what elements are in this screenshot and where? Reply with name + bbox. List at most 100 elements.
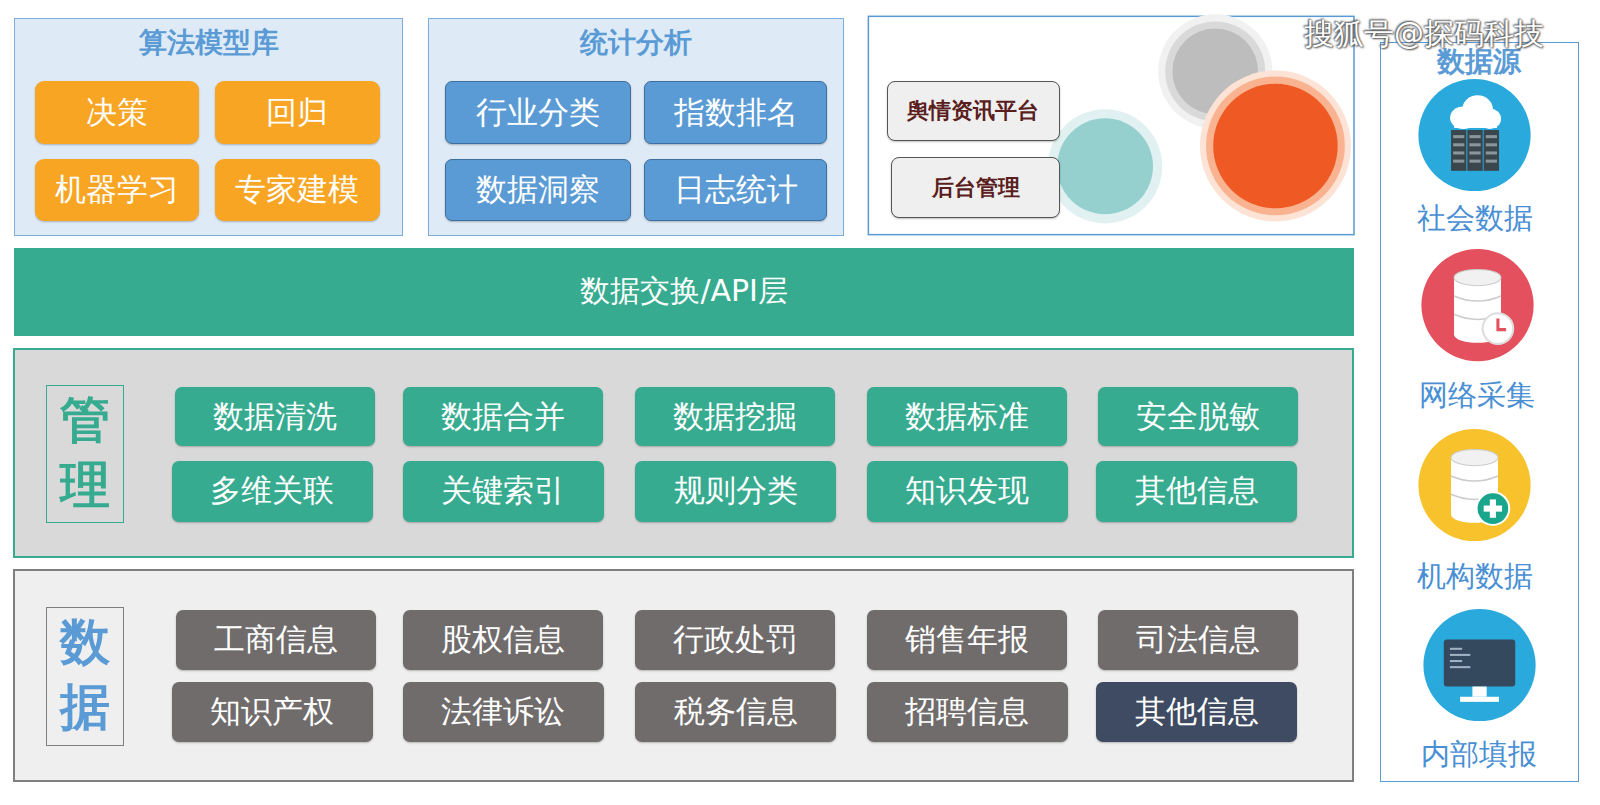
box-label: 税务信息 [674, 691, 798, 733]
deco-circle [1213, 84, 1337, 208]
box-label: 数据交换/API层 [580, 271, 788, 312]
source-label: 内部填报 [1393, 734, 1566, 775]
api-band: 数据交换/API层 [14, 248, 1354, 336]
source-icon [1452, 449, 1510, 525]
box-label: 知识发现 [905, 470, 1029, 512]
box-label: 行业分类 [476, 92, 600, 134]
data-box: 其他信息 [1096, 682, 1297, 742]
data-box: 司法信息 [1098, 610, 1298, 670]
analysis-box: 行业分类 [445, 81, 631, 144]
circle-outline [1419, 429, 1531, 541]
data-box: 股权信息 [403, 610, 603, 670]
box-label: 后台管理 [932, 173, 1020, 203]
platform-box: 后台管理 [891, 157, 1060, 218]
deco-circle [1048, 109, 1162, 223]
box-label: 工商信息 [214, 619, 338, 661]
source-circle: 社会数据 [1398, 79, 1551, 239]
process-box: 关键索引 [403, 461, 604, 522]
source-panel: 数据源社会数据网络采集机构数据内部填报 [1380, 42, 1579, 782]
process-box: 数据挖掘 [635, 387, 835, 446]
analysis-box: 日志统计 [644, 159, 827, 221]
box-label: 司法信息 [1136, 619, 1260, 661]
box-label: 多维关联 [210, 470, 334, 512]
source-circle: 机构数据 [1398, 429, 1551, 596]
box-label: 数据洞察 [476, 169, 600, 211]
box-label: 知识产权 [210, 691, 334, 733]
layer-panel: 数据 工商信息 股权信息 行政处罚 销售年报 司法信息知识产权 法律诉讼 税务信息 招聘信息 其他… [13, 569, 1354, 781]
box-label: 招聘信息 [905, 691, 1029, 733]
box-label: 日志统计 [674, 169, 798, 211]
group-panel: 统计分析行业分类 指数排名数据洞察 日志统计 [428, 18, 844, 235]
process-box: 安全脱敏 [1098, 387, 1298, 446]
group-panel: 算法模型库决策 回归机器学习 专家建模 [14, 18, 403, 235]
data-box: 法律诉讼 [403, 682, 604, 742]
process-box: 数据标准 [867, 387, 1067, 446]
process-box: 多维关联 [172, 461, 373, 522]
source-icon [1454, 270, 1513, 344]
source-icon [1450, 95, 1501, 171]
box-label: 数据合并 [441, 396, 565, 438]
data-box: 税务信息 [635, 682, 836, 742]
data-box: 销售年报 [867, 610, 1067, 670]
layer-panel: 管理 数据清洗 数据合并 数据挖掘 数据标准 安全脱敏多维关联 关键索引 规则分类 知识发现 其他… [13, 348, 1354, 558]
box-label: 法律诉讼 [441, 691, 565, 733]
box-label: 数据挖掘 [673, 396, 797, 438]
box-label: 回归 [266, 92, 328, 134]
circle-outline [1423, 609, 1535, 721]
box-label: 规则分类 [674, 470, 798, 512]
box-label: 数据清洗 [213, 396, 337, 438]
box-label: 其他信息 [1135, 691, 1259, 733]
deco-circle [1057, 118, 1153, 214]
data-box: 知识产权 [172, 682, 373, 742]
model-box: 回归 [215, 81, 380, 144]
model-box: 专家建模 [215, 159, 380, 221]
process-box: 知识发现 [867, 461, 1068, 522]
model-box: 决策 [35, 81, 199, 144]
circle-shape [1398, 79, 1551, 191]
source-label: 机构数据 [1388, 556, 1561, 597]
box-label: 行政处罚 [673, 619, 797, 661]
circle-shape [1403, 609, 1556, 721]
box-label: 数据标准 [905, 396, 1029, 438]
circle-outline [1419, 79, 1531, 191]
process-box: 规则分类 [635, 461, 836, 522]
circle-outline [1421, 249, 1533, 361]
panel-title: 算法模型库 [15, 24, 402, 63]
process-box: 其他信息 [1096, 461, 1297, 522]
box-label: 销售年报 [905, 619, 1029, 661]
model-box: 机器学习 [35, 159, 199, 221]
analysis-box: 数据洞察 [445, 159, 631, 221]
analysis-box: 指数排名 [644, 81, 827, 144]
box-label: 专家建模 [235, 169, 359, 211]
box-label: 其他信息 [1135, 470, 1259, 512]
process-box: 数据合并 [403, 387, 603, 446]
box-label: 指数排名 [674, 92, 798, 134]
circle-shape [1401, 249, 1554, 361]
process-box: 数据清洗 [175, 387, 375, 446]
panel-frame [868, 16, 1354, 234]
source-label: 网络采集 [1391, 375, 1564, 416]
data-box: 招聘信息 [867, 682, 1068, 742]
deco-circle [1200, 70, 1351, 221]
circle-shape [1398, 429, 1551, 541]
platform-box: 舆情资讯平台 [887, 81, 1060, 141]
panel-title: 统计分析 [429, 24, 843, 63]
source-label: 社会数据 [1388, 198, 1561, 239]
layer-title: 管理 [46, 385, 125, 524]
deco-circle [1206, 77, 1345, 216]
layer-title: 数据 [46, 607, 125, 746]
data-box: 行政处罚 [635, 610, 835, 670]
box-label: 决策 [86, 92, 148, 134]
box-label: 关键索引 [441, 470, 565, 512]
source-circle: 网络采集 [1401, 249, 1554, 415]
data-box: 工商信息 [176, 610, 376, 670]
box-label: 安全脱敏 [1136, 396, 1260, 438]
box-label: 舆情资讯平台 [907, 96, 1039, 126]
box-label: 股权信息 [441, 619, 565, 661]
watermark: 搜狐号@探码科技 [1304, 14, 1544, 55]
box-label: 机器学习 [55, 169, 179, 211]
source-icon [1443, 639, 1514, 701]
source-circle: 内部填报 [1403, 609, 1556, 775]
